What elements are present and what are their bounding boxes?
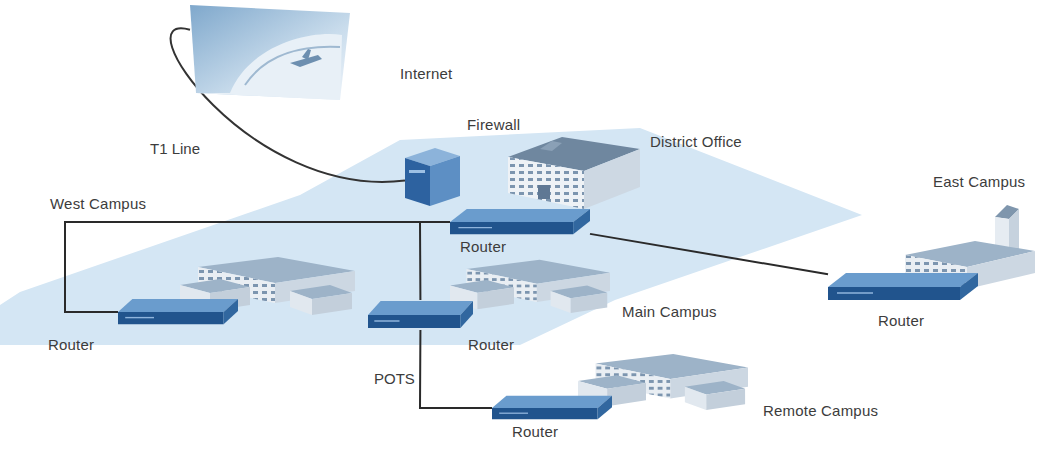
illustration-part bbox=[312, 293, 352, 315]
router-node: Router bbox=[828, 272, 978, 302]
illustration-part bbox=[118, 312, 224, 324]
illustration-part bbox=[477, 287, 514, 309]
illustration-part bbox=[290, 291, 312, 315]
network-link bbox=[420, 222, 450, 300]
network-link bbox=[65, 222, 450, 312]
illustration-part bbox=[960, 273, 978, 300]
illustration-part bbox=[196, 34, 342, 100]
illustration-part bbox=[540, 141, 562, 151]
illustration-part bbox=[492, 396, 612, 408]
illustration-part bbox=[584, 149, 640, 209]
illustration-part bbox=[245, 47, 340, 85]
illustration-part bbox=[368, 301, 473, 315]
illustration-part bbox=[374, 320, 399, 322]
node-label: West Campus bbox=[50, 195, 146, 213]
illustration-part bbox=[828, 273, 978, 287]
illustration-part bbox=[508, 157, 584, 209]
illustration-part bbox=[450, 208, 590, 236]
illustration-part bbox=[190, 5, 350, 100]
illustration-part bbox=[368, 315, 460, 328]
illustration-part bbox=[598, 396, 612, 419]
office-node: District Office bbox=[500, 135, 640, 210]
firewall-node: Firewall bbox=[405, 148, 460, 206]
illustration-part bbox=[430, 156, 460, 206]
link-label: T1 Line bbox=[148, 140, 202, 158]
illustration-part bbox=[450, 258, 610, 313]
illustration-part bbox=[302, 49, 311, 60]
illustration-part bbox=[460, 301, 473, 328]
illustration-part bbox=[828, 272, 978, 302]
router-node: Router bbox=[118, 298, 238, 326]
node-label: Remote Campus bbox=[763, 402, 878, 420]
link-label: POTS bbox=[372, 370, 417, 388]
illustration-part bbox=[118, 299, 238, 312]
node-label: East Campus bbox=[933, 173, 1025, 191]
illustration-part bbox=[571, 293, 608, 313]
router-node: Router bbox=[492, 395, 612, 421]
illustration-part bbox=[573, 209, 590, 234]
illustration-part bbox=[458, 227, 492, 228]
node-label: Router bbox=[48, 336, 94, 354]
illustration-part bbox=[125, 317, 154, 318]
campus-node: Main Campus bbox=[450, 258, 610, 313]
illustration-part bbox=[118, 298, 238, 326]
illustration-part bbox=[409, 170, 425, 173]
illustration-part bbox=[492, 395, 612, 421]
illustration-part bbox=[492, 408, 598, 419]
illustration-part bbox=[837, 292, 873, 294]
illustration-part bbox=[224, 299, 238, 324]
illustration-part bbox=[685, 387, 706, 410]
illustration-part bbox=[499, 413, 528, 414]
illustration-part bbox=[405, 148, 460, 206]
internet-node: Internet bbox=[190, 5, 350, 100]
illustration-part bbox=[508, 157, 584, 209]
illustration-part bbox=[551, 291, 571, 313]
router-node: Router bbox=[368, 300, 473, 330]
node-label: Main Campus bbox=[622, 303, 717, 321]
node-label: District Office bbox=[650, 133, 742, 151]
illustration-part bbox=[368, 300, 473, 330]
node-label: Router bbox=[878, 312, 924, 330]
node-label: Firewall bbox=[467, 116, 520, 134]
node-label: Router bbox=[512, 423, 558, 441]
illustration-part bbox=[405, 158, 430, 206]
network-link bbox=[590, 234, 828, 274]
illustration-part bbox=[190, 5, 350, 100]
node-label: Router bbox=[468, 336, 514, 354]
illustration-part bbox=[607, 383, 646, 406]
illustration-part bbox=[706, 389, 745, 410]
illustration-part bbox=[828, 287, 960, 300]
illustration-part bbox=[450, 222, 573, 234]
illustration-part bbox=[538, 185, 550, 199]
campus-ground bbox=[0, 128, 862, 345]
illustration-part bbox=[500, 135, 640, 210]
router-node: Router bbox=[450, 208, 590, 236]
node-label: Router bbox=[460, 238, 506, 256]
illustration-part bbox=[450, 209, 590, 222]
node-label: Internet bbox=[400, 65, 452, 83]
